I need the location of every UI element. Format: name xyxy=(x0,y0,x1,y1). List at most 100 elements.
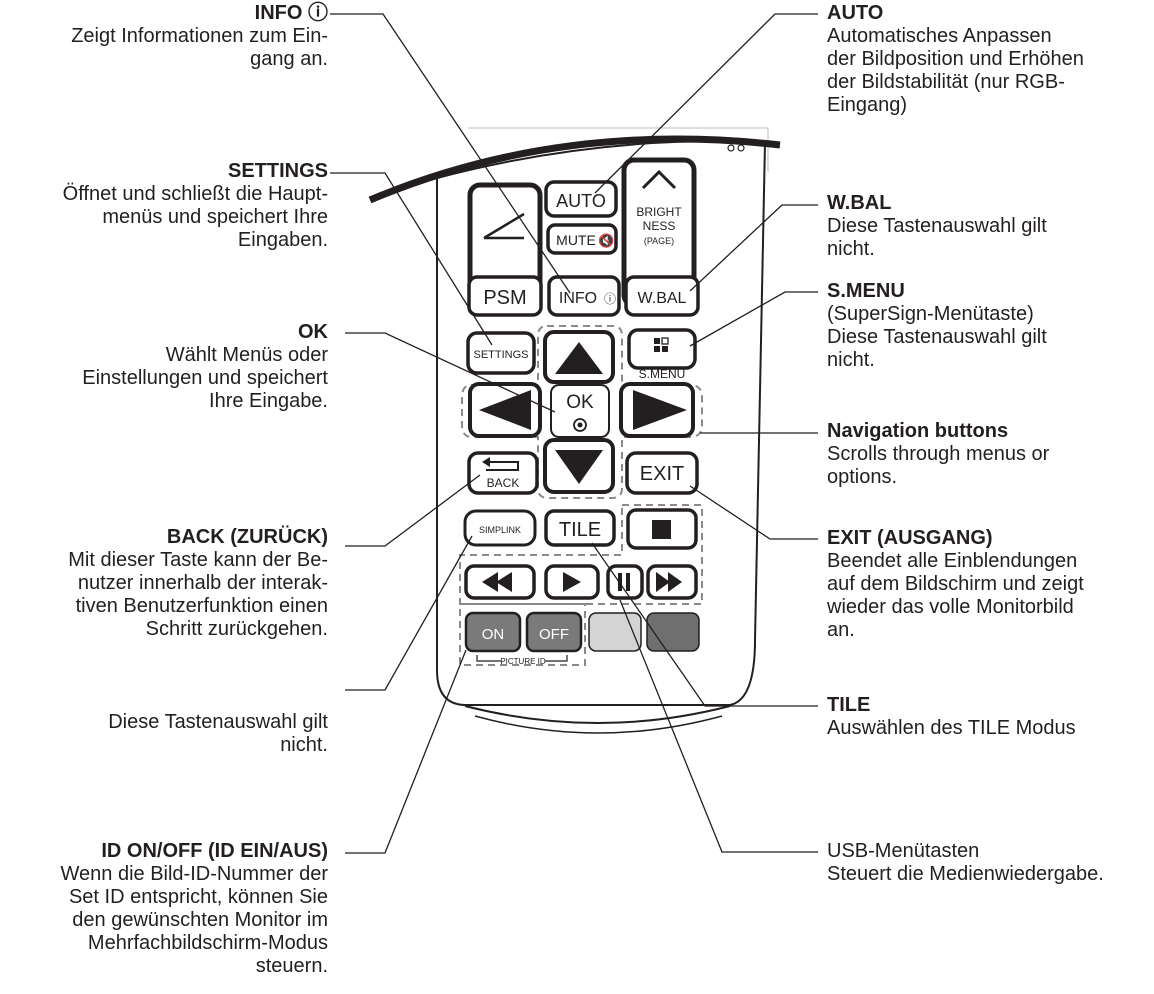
exit-annotation: EXIT (AUSGANG) Beendet alle Einblendunge… xyxy=(827,527,1152,642)
id-off-button[interactable] xyxy=(525,611,583,653)
exit-annotation-line-2: auf dem Bildschirm und zeigt xyxy=(827,573,1084,595)
info-icon: ⓘ xyxy=(604,292,616,306)
picture-id-bracket-left xyxy=(476,655,501,662)
smenu-annotation-title: S.MENU xyxy=(827,280,905,302)
back-annotation-line-1: Mit dieser Taste kann der Be- xyxy=(68,549,328,571)
auto-annotation-line-1: Automatisches Anpassen xyxy=(827,25,1052,47)
auto-annotation-title: AUTO xyxy=(827,2,884,24)
leader-usb xyxy=(619,599,818,853)
color-button-light[interactable] xyxy=(588,612,642,652)
down-arrow-button[interactable] xyxy=(543,438,615,494)
back-annotation-line-4: Schritt zurückgehen. xyxy=(145,618,328,640)
tile-button-label: TILE xyxy=(559,519,601,541)
brightness-label-2: NESS xyxy=(643,219,676,233)
ok-annotation-title: OK xyxy=(298,321,328,343)
info-annotation-line-2: gang an. xyxy=(250,48,328,70)
smenu-annotation: S.MENU (SuperSign-Menütaste) Diese Taste… xyxy=(827,280,1152,372)
nav-annotation-line-2: options. xyxy=(827,466,898,488)
wbal-annotation: W.BAL Diese Tastenauswahl gilt nicht. xyxy=(827,192,1152,261)
tile-annotation: TILE Auswählen des TILE Modus xyxy=(827,694,1152,740)
ok-button-label: OK xyxy=(566,392,594,413)
picture-id-dashed-outline xyxy=(459,603,586,666)
fast-forward-button[interactable] xyxy=(646,564,698,600)
wbal-button[interactable] xyxy=(624,275,700,317)
brightness-label-3: (PAGE) xyxy=(644,236,674,246)
leader-ok xyxy=(345,332,556,413)
back-annotation-line-3: tiven Benutzerfunktion einen xyxy=(75,595,328,617)
rewind-button[interactable] xyxy=(464,564,536,600)
play-button[interactable] xyxy=(544,564,600,600)
leader-wbal xyxy=(689,204,818,292)
brightness-label-1: BRIGHT xyxy=(636,205,682,219)
id-off-button-label: OFF xyxy=(539,626,569,643)
simplink-annotation: Diese Tastenauswahl gilt nicht. xyxy=(0,711,328,757)
ok-button[interactable] xyxy=(550,384,610,438)
simplink-annotation-line-2: nicht. xyxy=(280,734,328,756)
auto-annotation-line-3: der Bildstabilität (nur RGB- xyxy=(827,71,1065,93)
id-annotation-title: ID ON/OFF (ID EIN/AUS) xyxy=(101,840,328,862)
back-button[interactable] xyxy=(467,451,539,495)
id-on-button[interactable] xyxy=(464,611,522,653)
up-arrow-button[interactable] xyxy=(543,330,615,384)
left-arrow-button[interactable] xyxy=(468,382,542,438)
id-on-button-label: ON xyxy=(482,626,505,643)
ok-annotation-line-3: Ihre Eingabe. xyxy=(209,390,328,412)
wbal-annotation-line-1: Diese Tastenauswahl gilt xyxy=(827,215,1047,237)
leader-auto xyxy=(594,13,818,194)
info-annotation-line-1: Zeigt Informationen zum Ein- xyxy=(71,25,328,47)
settings-annotation: SETTINGS Öffnet und schließt die Haupt- … xyxy=(0,160,328,252)
color-button-dark[interactable] xyxy=(646,612,700,652)
smenu-label: S.MENU xyxy=(639,367,686,381)
ok-annotation: OK Wählt Menüs oder Einstellungen und sp… xyxy=(0,321,328,413)
settings-annotation-title: SETTINGS xyxy=(227,160,328,182)
id-annotation-line-3: den gewünschten Monitor im xyxy=(72,909,328,931)
pause-button[interactable] xyxy=(606,564,644,600)
exit-annotation-line-3: wieder das volle Monitorbild xyxy=(827,596,1074,618)
back-annotation: BACK (ZURÜCK) Mit dieser Taste kann der … xyxy=(0,526,328,641)
info-button-label: INFO xyxy=(559,290,597,307)
simplink-button[interactable] xyxy=(463,509,537,547)
info-annotation-title: INFO ⓘ xyxy=(254,2,328,24)
stop-button[interactable] xyxy=(626,508,698,550)
tile-annotation-line-1: Auswählen des TILE Modus xyxy=(827,717,1076,739)
id-annotation: ID ON/OFF (ID EIN/AUS) Wenn die Bild-ID-… xyxy=(0,840,329,978)
psm-button[interactable] xyxy=(467,275,543,317)
back-annotation-title: BACK (ZURÜCK) xyxy=(166,526,328,548)
leader-simplink xyxy=(345,535,473,691)
smenu-annotation-line-1: (SuperSign-Menütaste) xyxy=(827,303,1034,325)
leader-settings xyxy=(330,172,493,346)
smenu-annotation-line-2: Diese Tastenauswahl gilt xyxy=(827,326,1047,348)
exit-annotation-title: EXIT (AUSGANG) xyxy=(827,527,993,549)
exit-annotation-line-4: an. xyxy=(827,619,855,641)
exit-button[interactable] xyxy=(625,451,699,495)
leader-smenu xyxy=(689,291,818,347)
id-annotation-line-5: steuern. xyxy=(255,955,328,977)
info-button[interactable] xyxy=(547,275,621,317)
leader-exit xyxy=(689,485,818,540)
leader-tile xyxy=(591,542,818,707)
wbal-annotation-title: W.BAL xyxy=(827,192,892,214)
settings-button[interactable] xyxy=(466,331,536,375)
leader-id xyxy=(345,649,467,854)
picture-id-label: PICTURE ID xyxy=(500,657,546,666)
auto-annotation: AUTO Automatisches Anpassen der Bildposi… xyxy=(827,2,1152,117)
exit-annotation-line-1: Beendet alle Einblendungen xyxy=(827,550,1078,572)
auto-button[interactable] xyxy=(544,180,618,218)
auto-button-label: AUTO xyxy=(556,191,606,211)
settings-annotation-line-3: Eingaben. xyxy=(237,229,328,251)
right-arrow-button[interactable] xyxy=(619,382,695,438)
mute-button[interactable] xyxy=(546,223,618,255)
usb-annotation: USB-Menütasten Steuert die Medienwiederg… xyxy=(827,840,1152,886)
mute-button-label: MUTE xyxy=(556,232,596,248)
leader-info xyxy=(330,13,571,294)
auto-annotation-line-4: Eingang) xyxy=(827,94,908,116)
settings-button-label: SETTINGS xyxy=(473,349,528,361)
tile-button[interactable] xyxy=(544,509,616,547)
smenu-button[interactable] xyxy=(627,328,697,370)
id-annotation-line-2: Set ID entspricht, können Sie xyxy=(68,886,328,908)
exit-button-label: EXIT xyxy=(640,463,684,485)
ok-annotation-line-2: Einstellungen und speichert xyxy=(82,367,328,389)
volume-rocker[interactable] xyxy=(467,182,543,308)
nav-annotation: Navigation buttons Scrolls through menus… xyxy=(827,420,1152,489)
tile-annotation-title: TILE xyxy=(827,694,871,716)
